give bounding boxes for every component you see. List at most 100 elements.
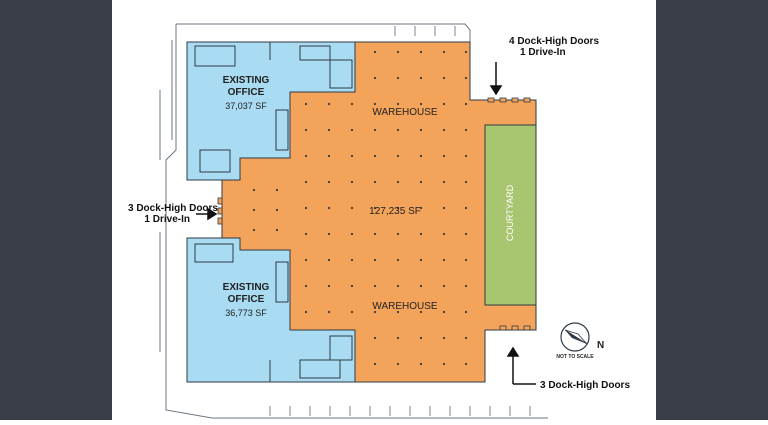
office-interior-lines <box>194 42 353 382</box>
warehouse-bottom-label: WAREHOUSE <box>372 301 438 312</box>
column-dot <box>350 128 354 132</box>
column-dot <box>396 362 400 366</box>
column-dot <box>396 336 400 340</box>
office-bottom-title: EXISTING OFFICE <box>222 282 270 305</box>
column-dot <box>419 76 423 80</box>
callout-left-line1: 3 Dock-High Doors <box>127 203 218 214</box>
column-dot <box>419 310 423 314</box>
column-dot <box>442 310 446 314</box>
column-dot <box>327 310 331 314</box>
column-dot <box>442 258 446 262</box>
column-dot <box>396 50 400 54</box>
column-dot <box>419 180 423 184</box>
parking-stalls <box>269 26 531 416</box>
column-dot <box>304 154 308 158</box>
courtyard-area <box>484 124 537 306</box>
column-dot <box>350 284 354 288</box>
column-dot <box>464 102 468 106</box>
column-dot <box>442 102 446 106</box>
column-dot <box>464 154 468 158</box>
column-dot <box>442 128 446 132</box>
column-dot <box>442 206 446 210</box>
right-frame <box>656 0 768 420</box>
column-dot <box>396 102 400 106</box>
dock-doors-left <box>217 197 223 225</box>
column-dot <box>419 336 423 340</box>
column-grid <box>252 50 468 366</box>
column-dot <box>442 76 446 80</box>
callout-top-right-line1: 4 Dock-High Doors <box>509 36 600 47</box>
column-dot <box>419 102 423 106</box>
column-dot <box>373 154 377 158</box>
column-dot <box>464 232 468 236</box>
column-dot <box>275 208 279 212</box>
callout-left: 3 Dock-High Doors 1 Drive-In <box>112 203 218 225</box>
column-dot <box>464 284 468 288</box>
column-dot <box>304 284 308 288</box>
column-dot <box>350 232 354 236</box>
column-dot <box>396 284 400 288</box>
column-dot <box>252 188 256 192</box>
column-dot <box>275 188 279 192</box>
column-dot <box>442 180 446 184</box>
column-dot <box>442 336 446 340</box>
courtyard-label: COURTYARD <box>505 184 515 242</box>
column-dot <box>419 154 423 158</box>
column-dot <box>327 206 331 210</box>
column-dot <box>419 206 423 210</box>
column-dot <box>419 128 423 132</box>
column-dot <box>464 50 468 54</box>
arrow-down-icon <box>489 62 503 96</box>
callout-top-right-line2: 1 Drive-In <box>520 47 566 58</box>
column-dot <box>350 102 354 106</box>
column-dot <box>350 310 354 314</box>
column-dot <box>327 154 331 158</box>
column-dot <box>373 232 377 236</box>
column-dot <box>396 310 400 314</box>
column-dot <box>373 310 377 314</box>
warehouse-top-label: WAREHOUSE <box>372 107 438 118</box>
column-dot <box>373 284 377 288</box>
column-dot <box>304 206 308 210</box>
arrow-up-icon <box>506 346 536 385</box>
column-dot <box>464 362 468 366</box>
column-dot <box>464 128 468 132</box>
north-arrow-icon <box>560 322 590 352</box>
dock-doors-bottom <box>499 325 531 331</box>
column-dot <box>373 102 377 106</box>
column-dot <box>275 228 279 232</box>
callout-bottom-right: 3 Dock-High Doors <box>540 380 630 391</box>
column-dot <box>373 336 377 340</box>
warehouse-area-label: 127,235 SF <box>369 206 421 217</box>
column-dot <box>373 128 377 132</box>
column-dot <box>304 102 308 106</box>
column-dot <box>396 154 400 158</box>
column-dot <box>327 180 331 184</box>
column-dot <box>396 76 400 80</box>
column-dot <box>252 228 256 232</box>
column-dot <box>442 50 446 54</box>
column-dot <box>304 310 308 314</box>
dock-doors-top <box>487 97 531 103</box>
column-dot <box>304 258 308 262</box>
column-dot <box>442 232 446 236</box>
column-dot <box>304 232 308 236</box>
column-dot <box>396 180 400 184</box>
column-dot <box>327 102 331 106</box>
column-dot <box>373 180 377 184</box>
column-dot <box>327 232 331 236</box>
office-top-title: EXISTING OFFICE <box>222 75 270 98</box>
column-dot <box>396 258 400 262</box>
column-dot <box>464 258 468 262</box>
callout-top-right: 4 Dock-High Doors 1 Drive-In <box>509 36 599 58</box>
column-dot <box>419 284 423 288</box>
column-dot <box>350 154 354 158</box>
left-frame <box>0 0 112 420</box>
column-dot <box>419 258 423 262</box>
office-bottom-area-label: 36,773 SF <box>225 308 267 318</box>
column-dot <box>442 154 446 158</box>
column-dot <box>442 284 446 288</box>
column-dot <box>252 208 256 212</box>
